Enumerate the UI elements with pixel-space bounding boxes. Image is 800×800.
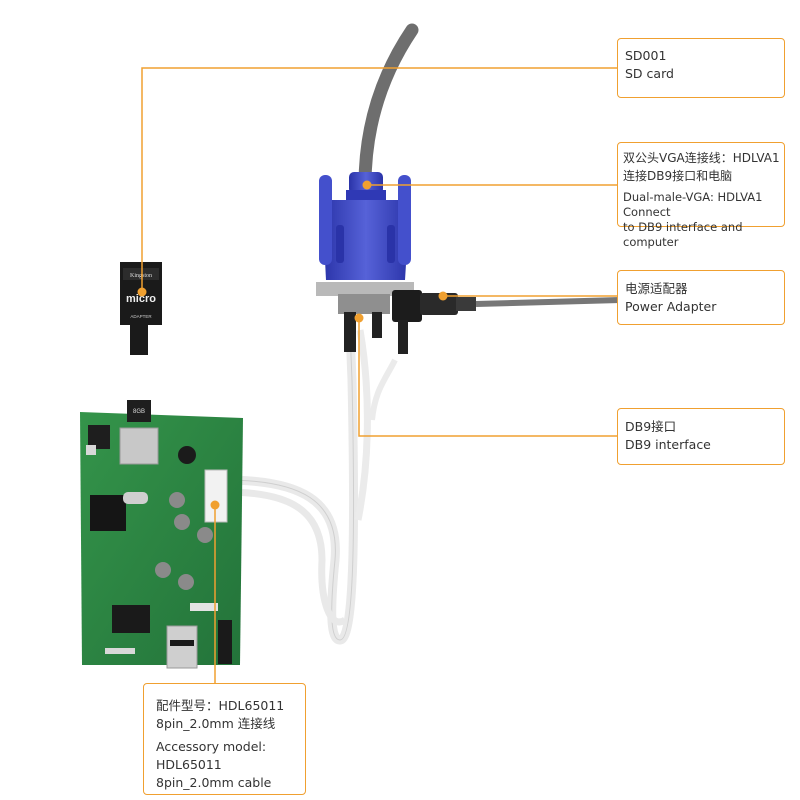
sd-card-image: Kingston micro ADAPTER — [120, 262, 162, 355]
sd-card-code: SD001 — [625, 48, 667, 63]
leader-lines — [141, 67, 617, 683]
pcb-board: 8GB — [80, 400, 243, 669]
vga-cable-en-title: Dual-male-VGA: HDLVA1 Connect — [623, 190, 763, 219]
sd-card-label: SD card — [625, 66, 674, 81]
power-adapter-cn: 电源适配器 — [625, 281, 688, 296]
accessory-cn-cable: 8pin_2.0mm 连接线 — [156, 716, 276, 731]
leader-dots — [137, 180, 448, 510]
callout-sd-card: SD001 SD card — [617, 38, 785, 98]
callout-accessory-cable: 配件型号：HDL65011 8pin_2.0mm 连接线 Accessory m… — [143, 683, 306, 795]
power-adapter-en: Power Adapter — [625, 299, 717, 314]
accessory-en-model: Accessory model: HDL65011 — [156, 739, 267, 772]
vga-cable — [358, 23, 419, 192]
accessory-cn-model: 配件型号：HDL65011 — [156, 698, 285, 713]
vga-cable-cn-desc: 连接DB9接口和电脑 — [623, 169, 733, 183]
ribbon-cable — [224, 329, 359, 645]
vga-cable-cn-title: 双公头VGA连接线：HDLVA1 — [623, 151, 780, 165]
sd-card-brand: Kingston — [130, 273, 152, 279]
callout-vga-cable: 双公头VGA连接线：HDLVA1 连接DB9接口和电脑 Dual-male-VG… — [617, 142, 785, 249]
pcb-sd-size: 8GB — [133, 409, 145, 415]
callout-db9-interface: DB9接口 DB9 interface — [617, 408, 785, 465]
sd-card-type: micro — [126, 293, 156, 305]
vga-connector — [316, 172, 414, 352]
vga-cable-en-desc: to DB9 interface and computer — [623, 220, 743, 249]
accessory-en-cable: 8pin_2.0mm cable — [156, 775, 272, 790]
callout-power-adapter: 电源适配器 Power Adapter — [617, 270, 785, 325]
db9-interface-cn: DB9接口 — [625, 419, 677, 434]
sd-card-adapter: ADAPTER — [130, 314, 152, 319]
power-plug — [392, 290, 621, 354]
db9-interface-en: DB9 interface — [625, 437, 711, 452]
